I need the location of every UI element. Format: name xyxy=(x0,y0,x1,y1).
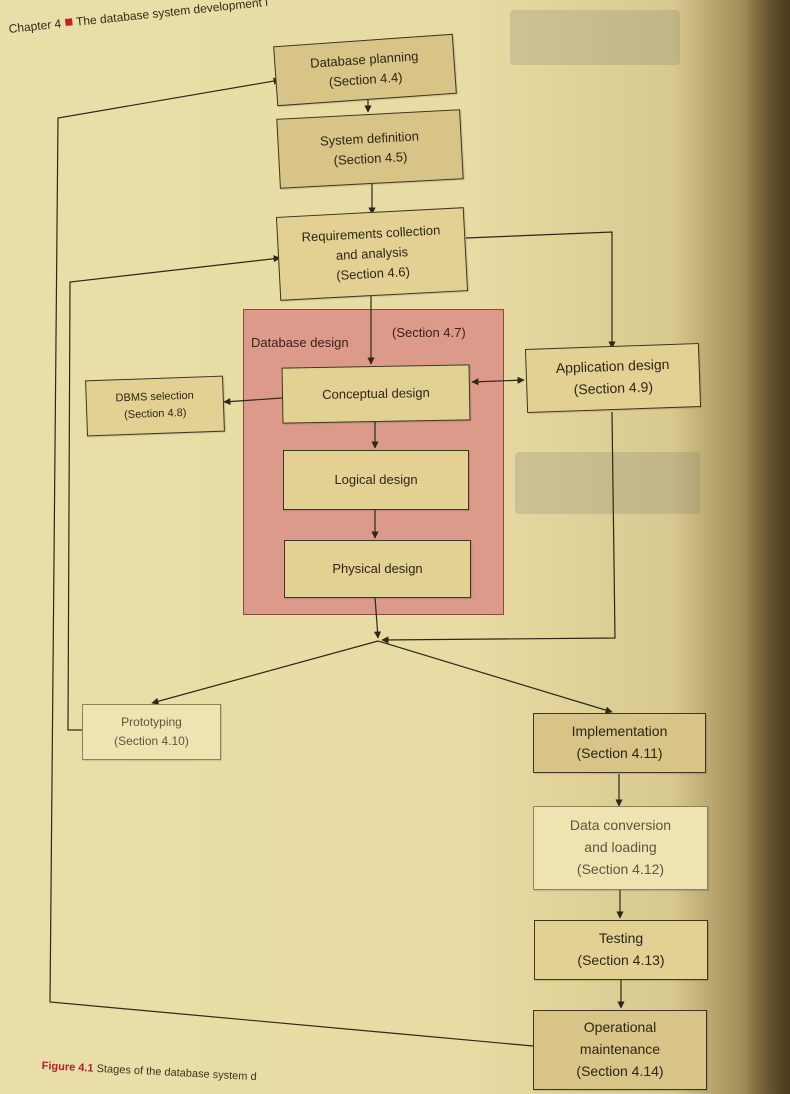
bleed-through-block xyxy=(510,10,680,65)
data-conversion-box: Data conversion and loading (Section 4.1… xyxy=(533,806,708,890)
implementation-label: Implementation (Section 4.11) xyxy=(571,723,668,761)
operational-maintenance-label: Operational maintenance (Section 4.14) xyxy=(576,1019,664,1079)
conceptual-design-label: Conceptual design xyxy=(322,384,430,402)
database-planning-label: Database planning (Section 4.4) xyxy=(309,48,419,90)
conceptual-design-box: Conceptual design xyxy=(281,364,471,424)
testing-box: Testing (Section 4.13) xyxy=(534,920,708,980)
implementation-box: Implementation (Section 4.11) xyxy=(533,713,706,773)
arrow-conceptual-to-dbms xyxy=(223,397,283,406)
bleed-through-block xyxy=(515,452,700,514)
application-design-box: Application design (Section 4.9) xyxy=(524,342,702,414)
database-planning-box: Database planning (Section 4.4) xyxy=(273,33,457,107)
arrow-requirements-to-application xyxy=(465,231,616,349)
testing-label: Testing (Section 4.13) xyxy=(577,930,665,968)
logical-design-label: Logical design xyxy=(334,471,418,487)
application-design-label: Application design (Section 4.9) xyxy=(555,356,670,398)
arrow-merge-to-implementation xyxy=(377,640,613,714)
system-definition-box: System definition (Section 4.5) xyxy=(276,109,464,189)
operational-maintenance-box: Operational maintenance (Section 4.14) xyxy=(533,1010,707,1090)
physical-design-label: Physical design xyxy=(332,560,423,576)
arrow-physical-to-merge xyxy=(373,596,382,639)
database-design-section: (Section 4.7) xyxy=(392,325,466,340)
requirements-label: Requirements collection and analysis (Se… xyxy=(301,222,441,283)
arrow-conceptual-application xyxy=(471,376,525,386)
prototyping-box: Prototyping (Section 4.10) xyxy=(82,704,221,760)
dbms-selection-label: DBMS selection (Section 4.8) xyxy=(115,389,194,422)
system-definition-label: System definition (Section 4.5) xyxy=(319,128,420,168)
requirements-box: Requirements collection and analysis (Se… xyxy=(275,207,469,301)
data-conversion-label: Data conversion and loading (Section 4.1… xyxy=(569,817,672,877)
arrow-merge-to-prototyping xyxy=(151,640,379,705)
physical-design-box: Physical design xyxy=(284,540,471,598)
dbms-selection-box: DBMS selection (Section 4.8) xyxy=(85,375,225,437)
arrow-maintenance-to-planning xyxy=(49,77,534,1047)
prototyping-label: Prototyping (Section 4.10) xyxy=(114,715,189,748)
logical-design-box: Logical design xyxy=(283,450,469,510)
arrow-prototyping-to-requirements xyxy=(67,255,281,731)
database-design-label: Database design xyxy=(251,335,349,350)
book-spine-shadow xyxy=(745,0,790,1094)
arrow-application-to-merge xyxy=(381,411,616,644)
